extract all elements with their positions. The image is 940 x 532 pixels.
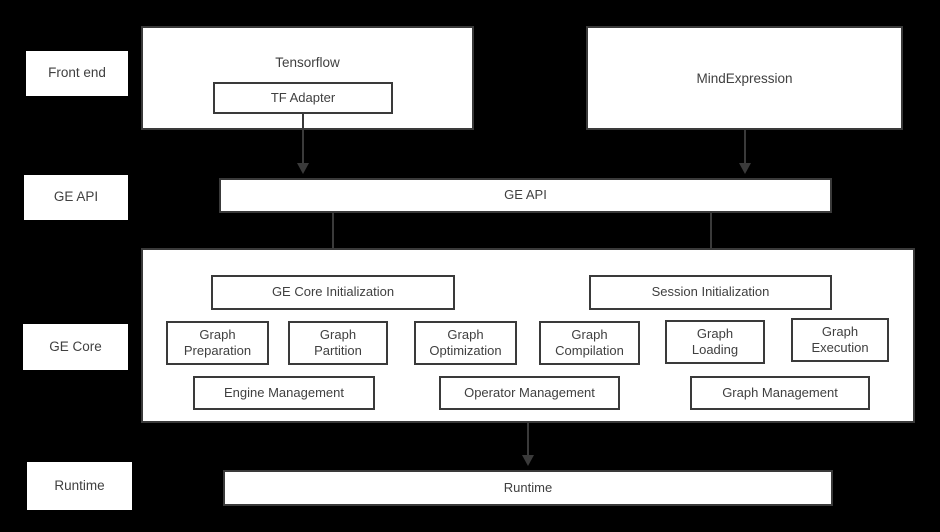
arrowhead-tf-adapter-to-ge-api <box>297 163 309 174</box>
arrowhead-mindexpression-to-ge-api <box>739 163 751 174</box>
tensorflow-label: Tensorflow <box>275 55 340 70</box>
frontend-mindexpression-panel <box>586 26 903 130</box>
graph-partition-box[interactable]: Graph Partition <box>288 321 388 365</box>
session-initialization-box[interactable]: Session Initialization <box>589 275 832 310</box>
runtime-box[interactable]: Runtime <box>223 470 833 506</box>
connector-mindexpression-to-ge-api <box>744 130 746 166</box>
stage-label-ge-core: GE Core <box>23 324 128 370</box>
connector-ge-api-to-ge-core-init <box>332 213 334 261</box>
graph-execution-box[interactable]: Graph Execution <box>791 318 889 362</box>
graph-preparation-box[interactable]: Graph Preparation <box>166 321 269 365</box>
stage-label-front-end: Front end <box>26 51 128 96</box>
arrowhead-ge-core-to-runtime <box>522 455 534 466</box>
connector-ge-core-to-runtime <box>527 423 529 457</box>
connector-tf-adapter-to-ge-api <box>302 114 304 166</box>
ge-api-box[interactable]: GE API <box>219 178 832 213</box>
stage-label-ge-api: GE API <box>24 175 128 220</box>
mindexpression-label: MindExpression <box>696 71 793 86</box>
operator-management-box[interactable]: Operator Management <box>439 376 620 410</box>
graph-loading-box[interactable]: Graph Loading <box>665 320 765 364</box>
graph-compilation-box[interactable]: Graph Compilation <box>539 321 640 365</box>
tf-adapter-box[interactable]: TF Adapter <box>213 82 393 114</box>
graph-optimization-box[interactable]: Graph Optimization <box>414 321 517 365</box>
engine-management-box[interactable]: Engine Management <box>193 376 375 410</box>
connector-ge-api-to-session-init <box>710 213 712 261</box>
ge-core-initialization-box[interactable]: GE Core Initialization <box>211 275 455 310</box>
stage-label-runtime: Runtime <box>27 462 132 510</box>
frontend-tensorflow-panel <box>141 26 474 130</box>
graph-management-box[interactable]: Graph Management <box>690 376 870 410</box>
